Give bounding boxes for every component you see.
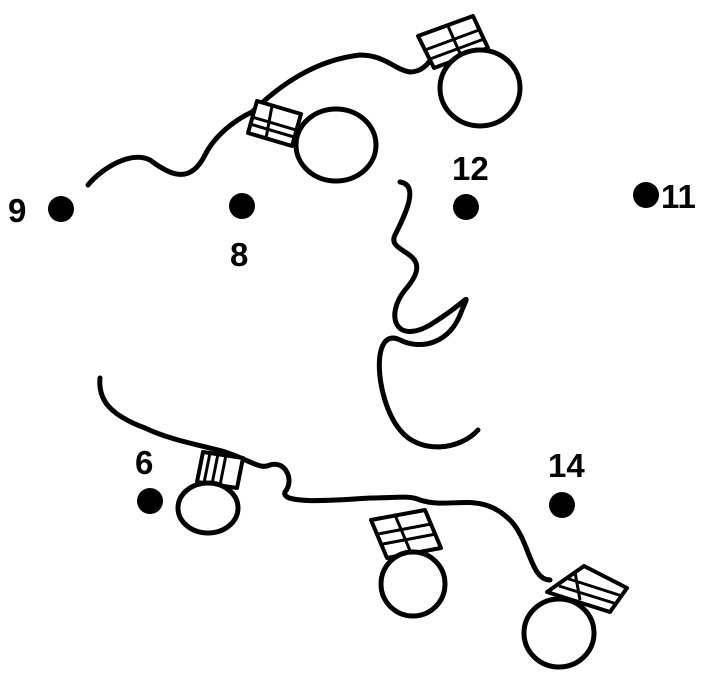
dot-label-14: 14 — [548, 447, 585, 484]
light-bulb-icon — [246, 99, 379, 184]
dot-6 — [137, 488, 163, 514]
dot-label-11: 11 — [661, 178, 696, 215]
light-bulb-icon — [369, 508, 448, 619]
dot-9 — [48, 196, 74, 222]
dot-label-9: 9 — [8, 192, 26, 229]
dot-label-6: 6 — [135, 444, 153, 481]
dot-11 — [633, 182, 659, 208]
dot-group-6: 6 — [135, 444, 163, 514]
dot-group-9: 9 — [8, 192, 74, 229]
curly-wire — [376, 179, 481, 450]
dot-group-8: 8 — [229, 193, 255, 273]
dot-8 — [229, 193, 255, 219]
dot-group-14: 14 — [548, 447, 585, 518]
light-bulb-icon — [175, 450, 245, 536]
light-bulb-icon — [521, 564, 629, 670]
lower-light-string-wire — [97, 375, 553, 583]
dot-group-11: 11 — [633, 178, 696, 215]
dot-label-8: 8 — [230, 236, 248, 273]
light-bulb-icon — [416, 14, 523, 129]
dot-label-12: 12 — [452, 150, 489, 187]
dot-12 — [453, 194, 479, 220]
dot-14 — [549, 492, 575, 518]
dot-group-12: 12 — [452, 150, 489, 220]
